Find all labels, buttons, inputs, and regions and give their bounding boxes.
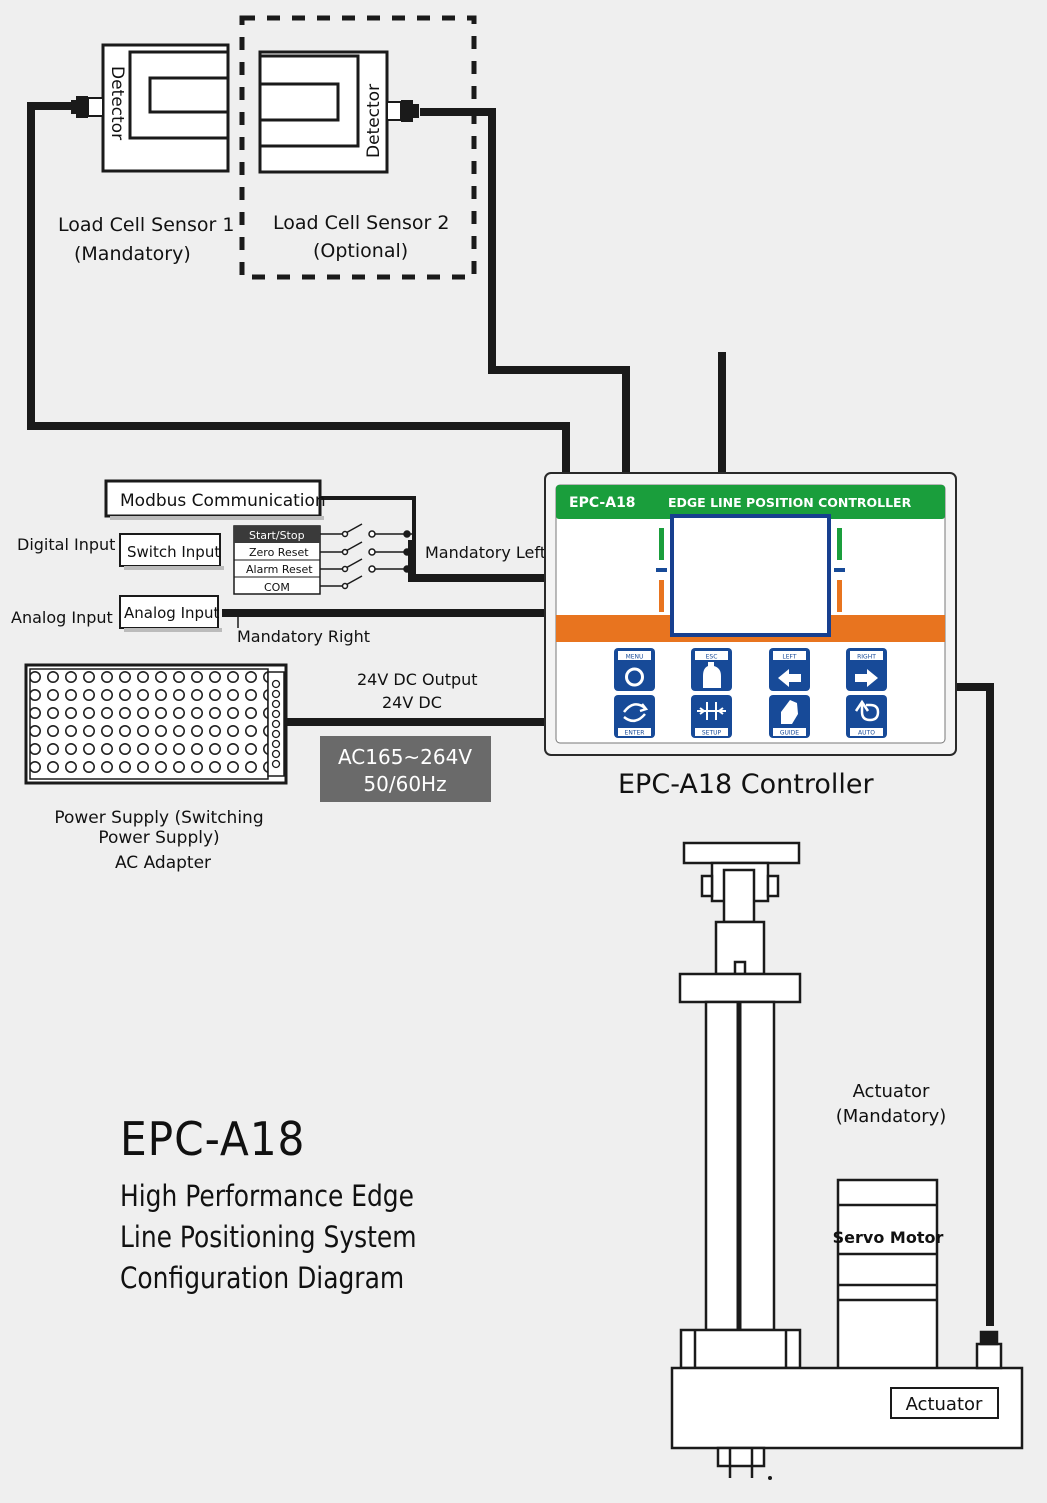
epc-a18-controller: EPC-A18 EDGE LINE POSITION CONTROLLER ME…	[544, 472, 957, 756]
controller-header-bar	[556, 485, 945, 519]
enter-button-label: ENTER	[625, 730, 645, 737]
sensor2-cable	[420, 108, 630, 474]
controller-header-title: EDGE LINE POSITION CONTROLLER	[668, 495, 912, 510]
center-align-icon	[697, 702, 726, 720]
servo-motor-label: Servo Motor	[833, 1228, 944, 1247]
terminal-screws-icon	[271, 679, 281, 769]
setup-button-label: SETUP	[702, 730, 722, 737]
right-button[interactable]: RIGHT	[846, 648, 887, 691]
switch-terminal-block: Start/Stop Zero Reset Alarm Reset COM	[233, 525, 321, 595]
auto-button[interactable]: AUTO	[846, 695, 887, 738]
sensor2-note: (Optional)	[313, 240, 408, 262]
analog-input-box: Analog Input	[119, 595, 222, 632]
controller-buttons: MENU ENTER ESC SETUP	[614, 648, 887, 738]
modbus-box: Modbus Communication	[104, 479, 326, 520]
power-caption-line2: Power Supply)	[98, 828, 219, 848]
analog-input-label: Analog Input	[11, 608, 113, 627]
modbus-label: Modbus Communication	[120, 491, 326, 511]
sensor1-connector-icon	[71, 96, 104, 118]
switch-contacts-icon	[320, 523, 412, 590]
return-arrow-icon	[854, 699, 880, 722]
arrow-left-icon	[778, 669, 801, 687]
enter-button[interactable]: ENTER	[614, 695, 655, 738]
shaft-dot-icon	[768, 1476, 772, 1480]
sensor2-fork-icon	[258, 54, 360, 148]
ac-freq: 50/60Hz	[363, 772, 446, 796]
esc-button-label: ESC	[706, 654, 718, 661]
controller-model: EPC-A18	[569, 495, 636, 511]
ac-range: AC165~264V	[338, 745, 472, 769]
sensor1-cable	[27, 102, 570, 474]
sensor2-name: Load Cell Sensor 2	[273, 212, 449, 234]
switch-input-label: Switch Input	[127, 543, 220, 561]
subtitle-line3: Configuration Diagram	[120, 1261, 405, 1295]
wires	[27, 102, 994, 1326]
digital-input-label: Digital Input	[17, 535, 115, 554]
load-cell-sensor-2: Detector	[258, 50, 419, 174]
power-caption-line3: AC Adapter	[115, 853, 211, 873]
sensor2-detector-label: Detector	[364, 84, 384, 158]
modbus-wire	[320, 496, 416, 540]
sensor1-note: (Mandatory)	[74, 243, 191, 265]
title-block: EPC-A18 High Performance Edge Line Posit…	[120, 1112, 540, 1299]
sensor1-name: Load Cell Sensor 1	[58, 214, 234, 236]
power-caption-line1: Power Supply (Switching	[54, 808, 263, 828]
arrow-right-icon	[855, 669, 878, 687]
ac-input-box: AC165~264V 50/60Hz	[320, 736, 491, 802]
auto-button-label: AUTO	[858, 730, 875, 737]
manual-hand-icon	[781, 700, 798, 724]
right-indicators-icon	[834, 528, 845, 612]
switch-item-start-stop: Start/Stop	[249, 529, 305, 542]
hand-icon	[703, 662, 721, 688]
subtitle: High Performance Edge Line Positioning S…	[120, 1176, 481, 1299]
subtitle-line1: High Performance Edge	[120, 1179, 414, 1213]
power-output-label: 24V DC Output	[357, 670, 478, 689]
subtitle-line2: Line Positioning System	[120, 1220, 417, 1254]
power-ring-icon	[625, 667, 644, 687]
guide-button-label: GUIDE	[780, 730, 799, 737]
sensor1-fork-icon	[128, 50, 230, 140]
switch-item-zero-reset: Zero Reset	[249, 546, 309, 559]
left-button-label: LEFT	[782, 654, 796, 661]
switch-input-box: Switch Input	[119, 533, 224, 570]
analog-box-label: Analog Input	[124, 604, 220, 622]
left-button[interactable]: LEFT	[769, 648, 810, 691]
sensor1-detector-label: Detector	[107, 66, 127, 140]
actuator-note: (Mandatory)	[836, 1106, 947, 1127]
controller-caption: EPC-A18 Controller	[618, 769, 874, 800]
guide-button[interactable]: GUIDE	[769, 695, 810, 738]
actuator-box-label: Actuator	[906, 1394, 983, 1415]
mandatory-right-label: Mandatory Right	[237, 627, 370, 646]
right-button-label: RIGHT	[857, 654, 876, 661]
controller-screen	[670, 514, 831, 637]
actuator-label-box: Actuator	[890, 1387, 999, 1419]
switch-item-com: COM	[264, 581, 290, 594]
power-supply	[24, 663, 288, 785]
sensor2-connector-icon	[386, 100, 419, 122]
menu-button[interactable]: MENU	[614, 648, 655, 691]
main-title: EPC-A18	[120, 1112, 306, 1166]
load-cell-sensor-1: Detector	[71, 43, 230, 173]
optional-sensor-frame	[239, 15, 477, 280]
refresh-icon	[623, 703, 649, 723]
esc-button[interactable]: ESC	[691, 648, 732, 691]
actuator-assembly	[670, 841, 1024, 1478]
switch-item-alarm-reset: Alarm Reset	[246, 563, 313, 576]
mandatory-left-label: Mandatory Left	[425, 543, 546, 562]
left-indicators-icon	[656, 528, 667, 612]
actuator-cable	[956, 683, 994, 1326]
setup-button[interactable]: SETUP	[691, 695, 732, 738]
actuator-label: Actuator	[853, 1081, 930, 1102]
power-dc-label: 24V DC	[382, 693, 442, 712]
menu-button-label: MENU	[626, 654, 644, 661]
